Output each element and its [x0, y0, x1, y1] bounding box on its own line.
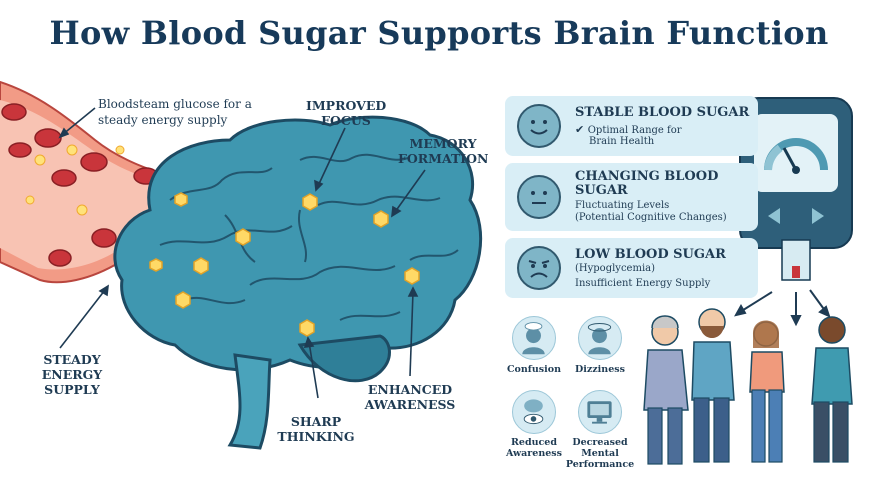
- state-detail: Fluctuating Levels: [575, 200, 670, 211]
- brain: [113, 115, 483, 450]
- dizziness-head-icon: [578, 316, 622, 360]
- brain-glucose-hexagons: [149, 192, 420, 337]
- improved-focus-label: IMPROVED FOCUS: [306, 98, 387, 128]
- dizziness-label: Dizziness: [575, 364, 625, 375]
- page-title: How Blood Sugar Supports Brain Function: [49, 14, 829, 52]
- steady-energy-supply-label: STEADY ENERGY SUPPLY: [41, 352, 103, 397]
- worried-face-icon: [517, 246, 561, 290]
- state-detail: (Hypoglycemia): [575, 263, 656, 274]
- changing-blood-sugar-card: CHANGING BLOOD SUGAR Fluctuating Levels …: [505, 163, 758, 231]
- state-detail-2: (Potential Cognitive Changes): [575, 212, 727, 223]
- confusion-label: Confusion: [507, 364, 561, 375]
- confusion-head-icon: [512, 316, 556, 360]
- check-icon: ✔: [575, 123, 588, 136]
- stable-blood-sugar-card: STABLE BLOOD SUGAR ✔ Optimal Range for B…: [505, 96, 758, 156]
- glucose-meter: [739, 97, 853, 281]
- sharp-thinking-label: SHARP THINKING: [277, 414, 355, 444]
- people-illustration: [643, 308, 853, 465]
- state-detail-2: Brain Health: [589, 136, 655, 147]
- reduced-awareness-icon: [512, 390, 556, 434]
- smiling-face-icon: [517, 104, 561, 148]
- meter-arrows: [734, 289, 831, 327]
- monitor-icon: [578, 390, 622, 434]
- enhanced-awareness-label: ENHANCED AWARENESS: [364, 382, 456, 412]
- memory-formation-label: MEMORY FORMATION: [398, 136, 489, 166]
- callout-arrows: [58, 107, 426, 399]
- state-heading: STABLE BLOOD SUGAR: [575, 105, 750, 120]
- low-blood-sugar-card: LOW BLOOD SUGAR (Hypoglycemia) Insuffici…: [505, 238, 758, 298]
- state-detail: ✔ Optimal Range for: [575, 123, 682, 137]
- neutral-face-icon: [517, 175, 561, 219]
- state-detail-2: Insufficient Energy Supply: [575, 278, 711, 289]
- state-heading: LOW BLOOD SUGAR: [575, 247, 726, 262]
- bloodstream-label: Bloodsteam glucose for a steady energy s…: [98, 97, 252, 127]
- state-heading: CHANGING BLOOD SUGAR: [575, 169, 719, 198]
